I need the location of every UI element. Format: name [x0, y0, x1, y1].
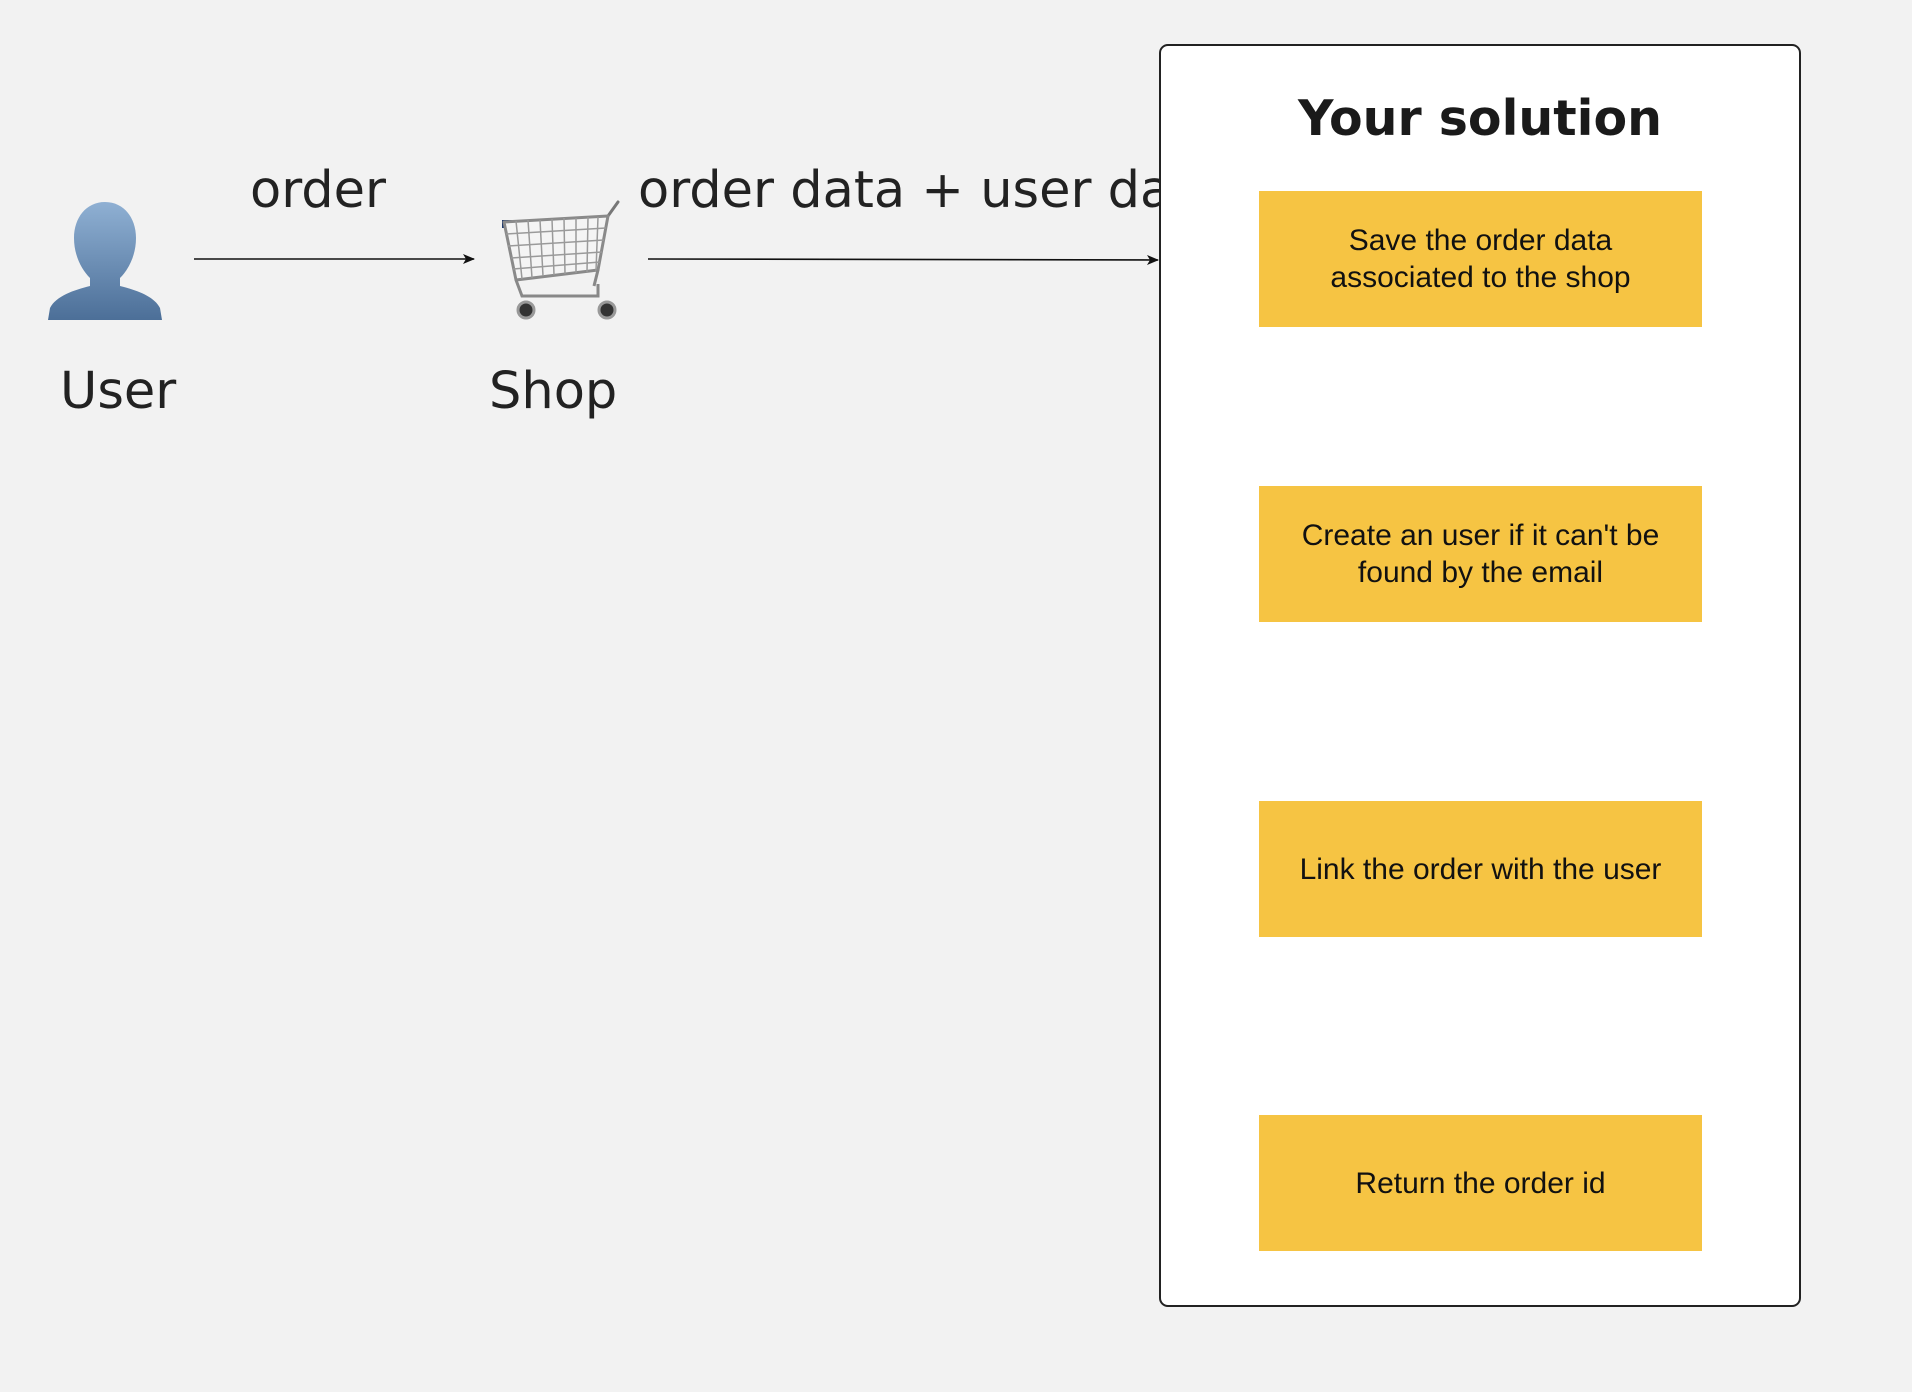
step-save-order-text: Save the order data associated to the sh… [1330, 224, 1631, 294]
user-label: User [60, 362, 177, 421]
step-link-order-text: Link the order with the user [1299, 852, 1662, 886]
user-silhouette-icon [48, 202, 162, 320]
step-link-order: Link the order with the user [1259, 801, 1702, 937]
step-create-user-text: Create an user if it can't be found by t… [1301, 519, 1660, 589]
order-flow-label: order [250, 161, 386, 220]
step-save-order: Save the order data associated to the sh… [1259, 191, 1702, 327]
step-return-id-text: Return the order id [1355, 1166, 1606, 1200]
step-return-id: Return the order id [1259, 1115, 1702, 1251]
shop-label: Shop [489, 362, 618, 421]
step-create-user: Create an user if it can't be found by t… [1259, 486, 1702, 622]
arrow-shop-to-solution [647, 254, 1159, 265]
order-user-data-flow-label: order data + user data [638, 161, 1223, 220]
shopping-cart-icon [502, 200, 620, 320]
solution-title: Your solution [1297, 90, 1663, 147]
